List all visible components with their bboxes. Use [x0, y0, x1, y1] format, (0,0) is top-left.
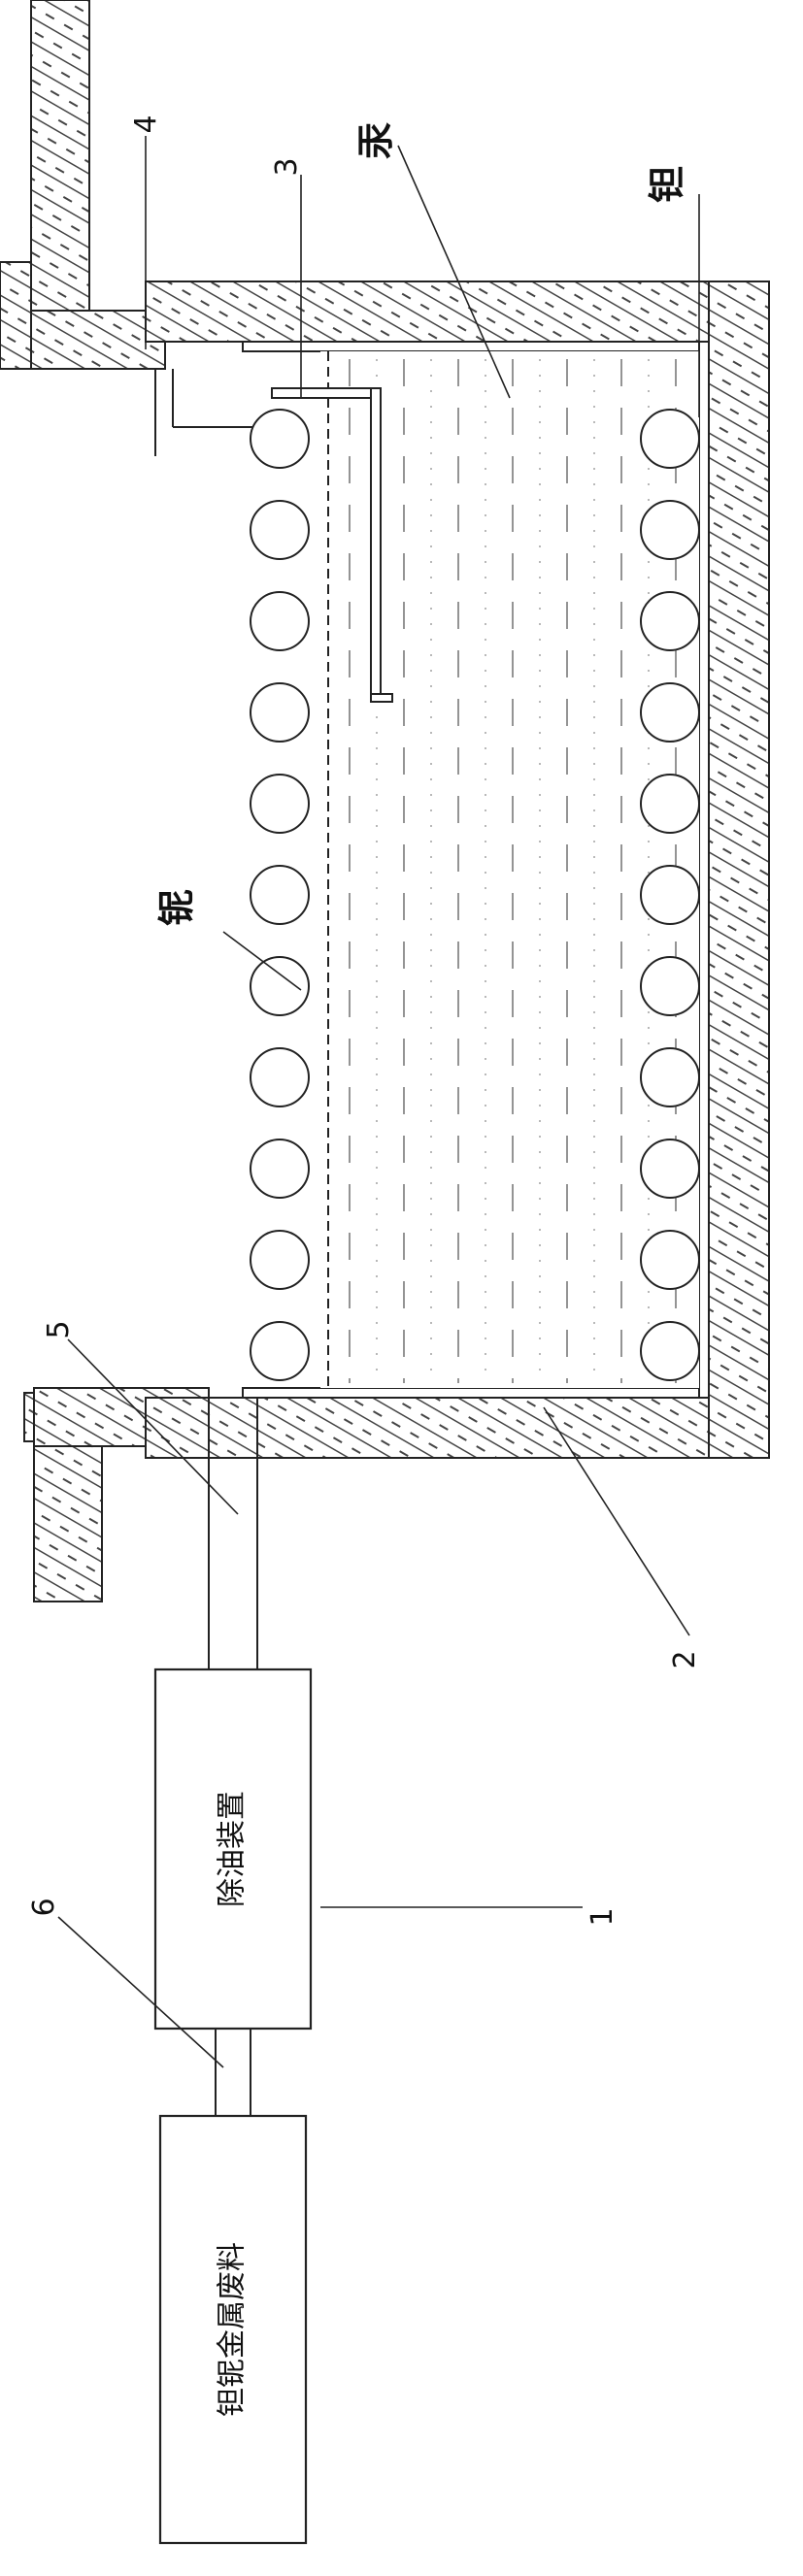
scrap-box-rect [158, 2114, 308, 2545]
niobium-rod [250, 774, 310, 834]
degreasing-box: 除油装置 [153, 1668, 313, 2031]
pipe-5 [208, 1398, 258, 1669]
label-niobium: 铌 [155, 889, 198, 926]
ref-6: 6 [27, 1898, 61, 1916]
tantalum-rod [640, 956, 700, 1016]
ref-4: 4 [129, 115, 163, 133]
scrap-box-label: 钽铌金属废料 [216, 2242, 250, 2417]
tantalum-rod [640, 409, 700, 469]
leader-6 [57, 1916, 224, 2068]
degreasing-box-rect [153, 1668, 313, 2031]
label-mercury: 汞 [354, 122, 397, 159]
leader-5 [67, 1338, 239, 1515]
baffle-top-plate [271, 387, 382, 399]
upper-inlet-stub [0, 0, 166, 370]
niobium-rod [250, 1139, 310, 1199]
ref-1: 1 [586, 1907, 619, 1926]
rods-right-column [640, 409, 700, 1381]
inlet-pipe-wall [30, 0, 90, 312]
tantalum-rod [640, 865, 700, 925]
ref-5: 5 [42, 1320, 76, 1338]
vessel-bottom-wall [145, 1397, 770, 1459]
niobium-rod [250, 1321, 310, 1381]
leader-mercury [397, 145, 511, 399]
mercury-region [320, 351, 699, 1388]
rods-left-column [250, 409, 310, 1381]
tantalum-rod [640, 1139, 700, 1199]
ref-2: 2 [668, 1650, 702, 1668]
degreasing-box-label: 除油装置 [216, 1791, 250, 1907]
niobium-rod [250, 682, 310, 743]
baffle-vertical-plate [370, 387, 382, 700]
niobium-rod [250, 500, 310, 560]
baffle-foot [370, 693, 393, 703]
scrap-box: 钽铌金属废料 [158, 2114, 308, 2545]
tantalum-rod [640, 500, 700, 560]
liner-top [242, 341, 710, 352]
leader-niobium [222, 931, 302, 991]
liner-right [698, 341, 710, 1399]
niobium-rod [250, 591, 310, 651]
niobium-rod [250, 956, 310, 1016]
outlet-side-wall [33, 1445, 103, 1602]
tantalum-rod [640, 1321, 700, 1381]
niobium-rod [250, 1047, 310, 1107]
tantalum-rod [640, 1230, 700, 1290]
niobium-rod [250, 1230, 310, 1290]
mercury-bath [320, 351, 699, 1388]
ref-3: 3 [270, 157, 304, 176]
pipe-6 [215, 2029, 251, 2116]
inlet-bend-wall [30, 310, 166, 370]
niobium-rod [250, 409, 310, 469]
vessel-right-wall [708, 281, 770, 1459]
label-tantalum: 钽 [646, 166, 688, 203]
leader-lines [57, 136, 700, 2068]
niobium-rod [250, 865, 310, 925]
leader-2 [543, 1406, 690, 1636]
inlet-flange-outer [0, 261, 32, 370]
outlet-flange [23, 1392, 35, 1442]
tantalum-rod [640, 1047, 700, 1107]
tantalum-rod [640, 774, 700, 834]
reference-numerals: 4 3 5 2 1 6 [27, 115, 702, 1926]
tantalum-rod [640, 591, 700, 651]
liner-bottom [242, 1387, 710, 1399]
element-labels: 汞 钽 铌 [155, 122, 688, 926]
vessel-top-wall [145, 281, 770, 343]
tantalum-rod [640, 682, 700, 743]
baffle-3 [271, 387, 393, 703]
